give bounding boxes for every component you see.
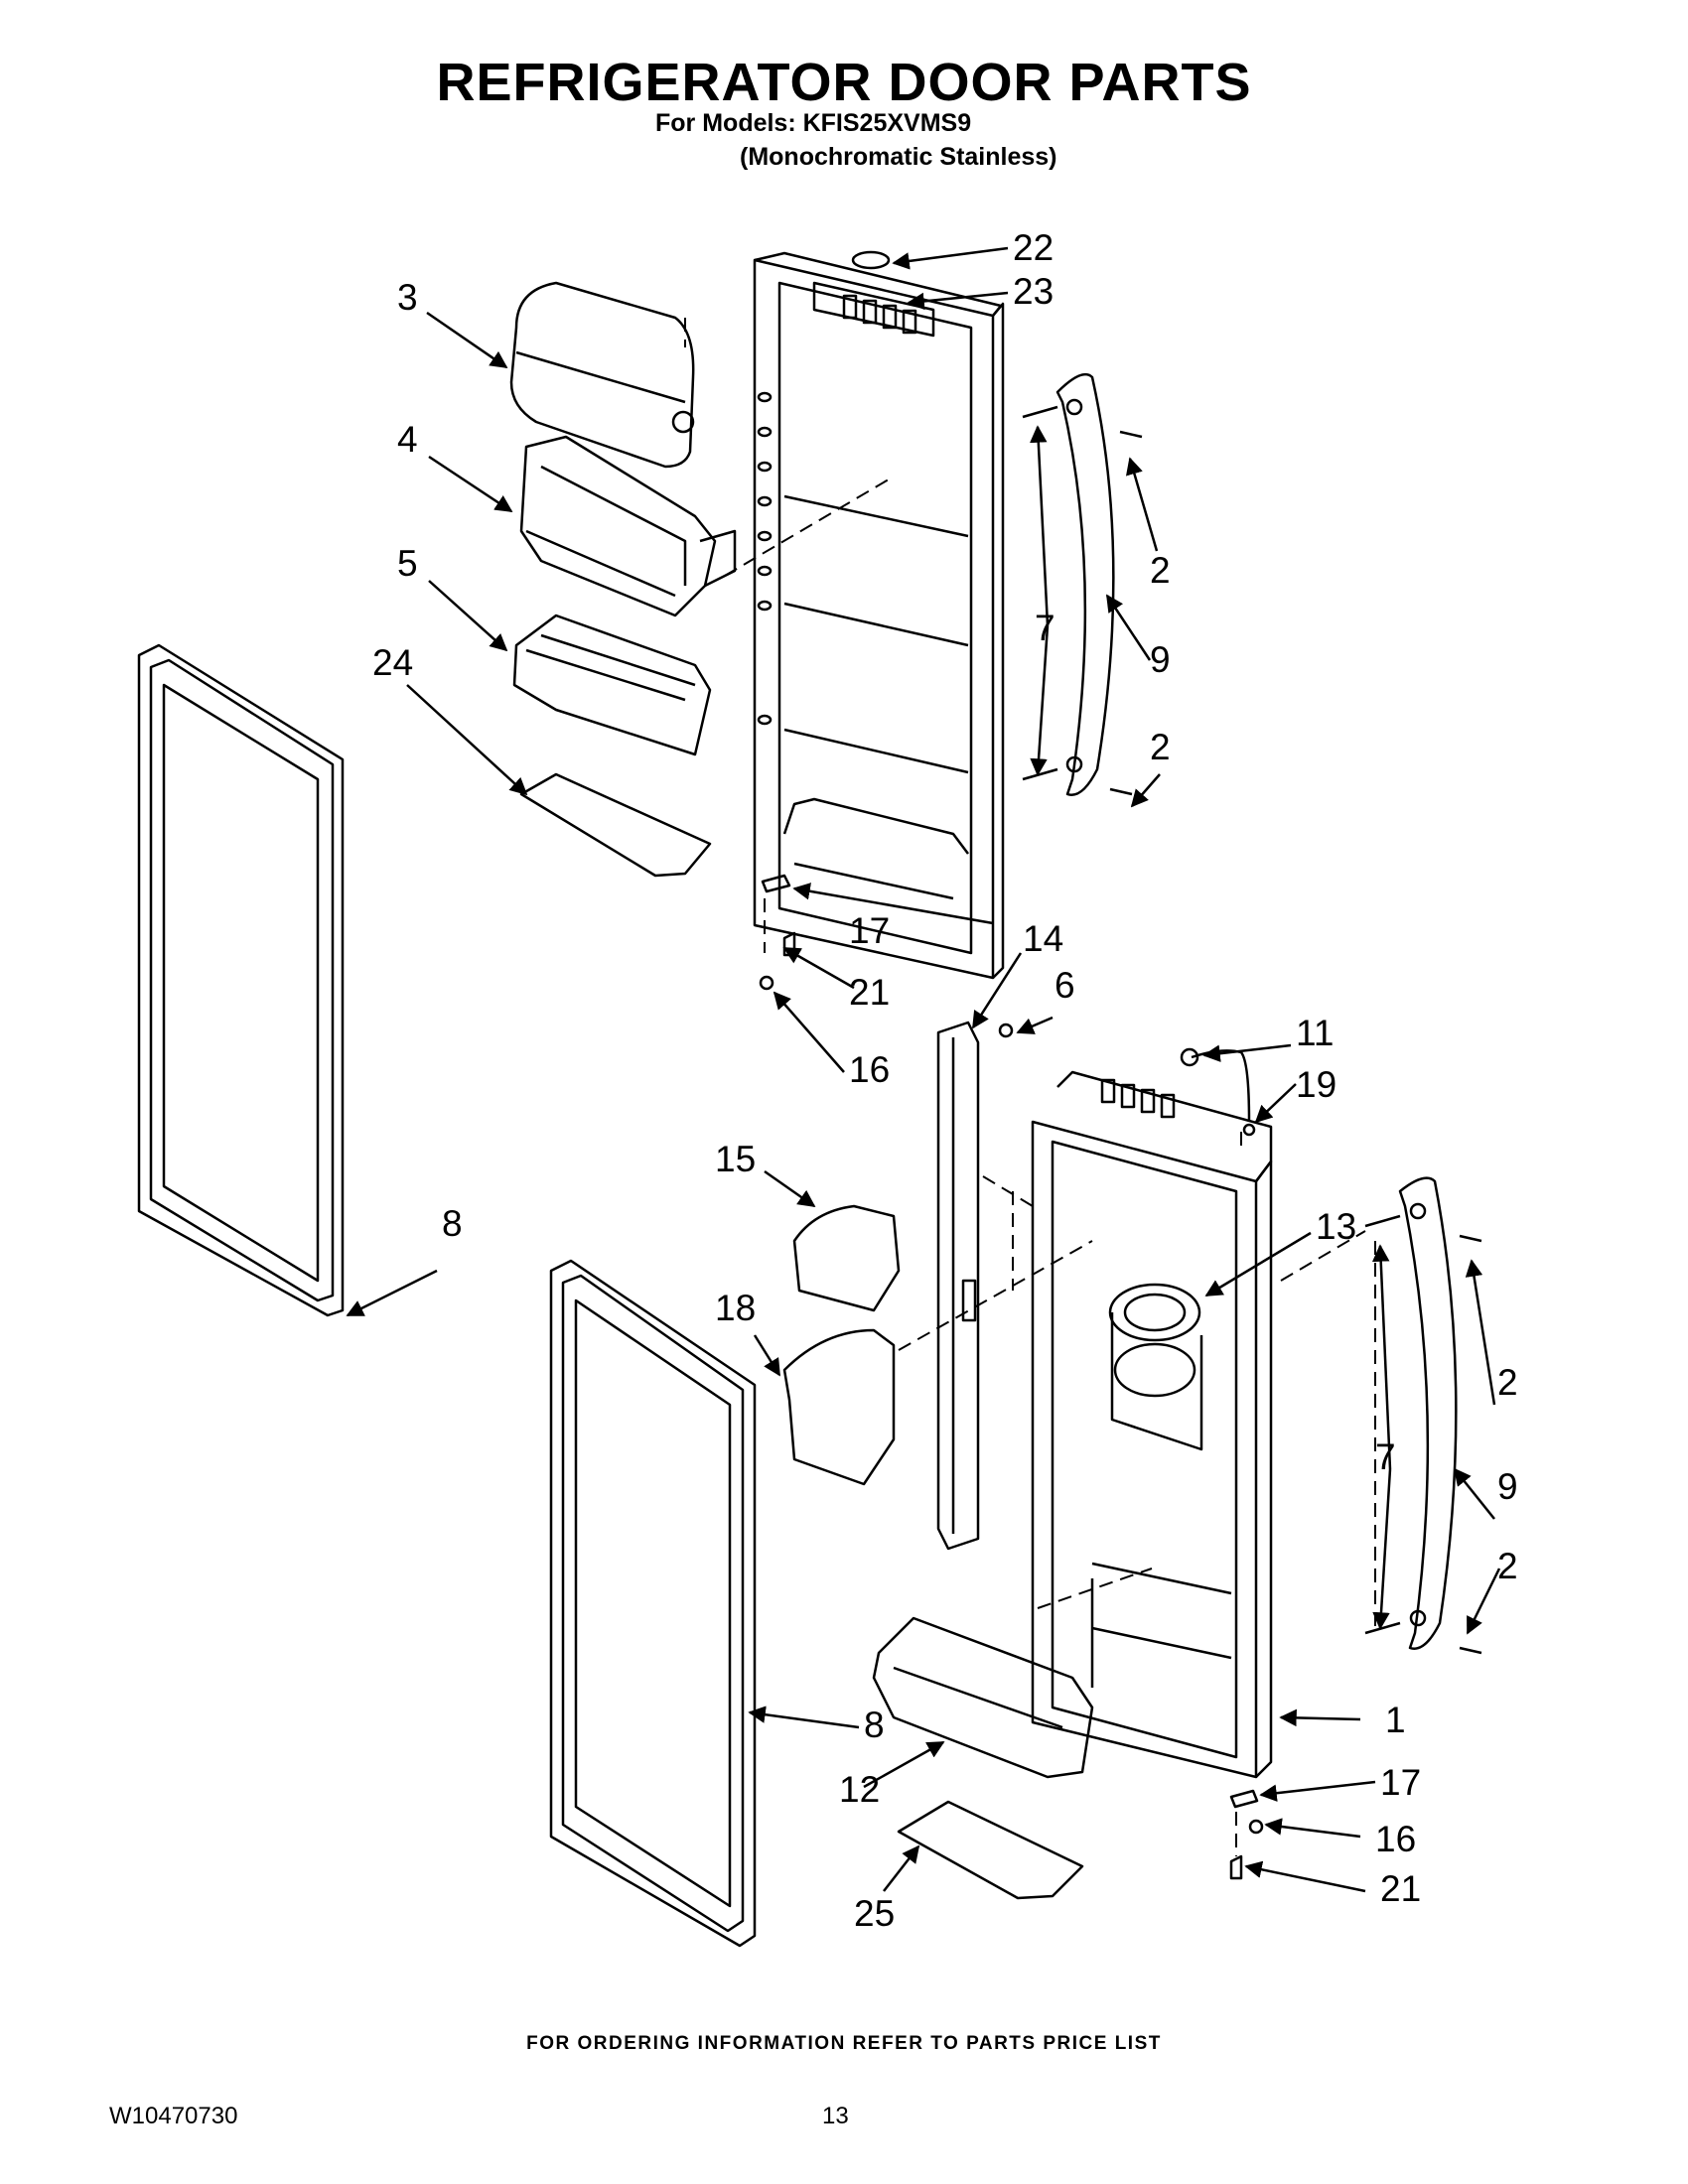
callout-2-lower-top: 2 <box>1497 1362 1518 1403</box>
callout-25: 25 <box>854 1893 895 1934</box>
upper-handle-screws <box>1022 405 1143 796</box>
part-13-dispenser-chute <box>1108 1283 1203 1451</box>
assembly-guide-lines <box>684 318 1376 1856</box>
part-25-bin-insert <box>897 1800 1084 1900</box>
part-3-bin-cover <box>509 281 695 469</box>
page-title: REFRIGERATOR DOOR PARTS <box>436 53 1252 112</box>
upper-door-gasket <box>137 643 345 1317</box>
callout-12: 12 <box>839 1769 880 1810</box>
callout-19: 19 <box>1296 1064 1336 1105</box>
lower-liner-top-vents <box>1100 1078 1176 1119</box>
lower-door-liner <box>1031 1070 1273 1779</box>
callout-15: 15 <box>715 1139 756 1179</box>
models-line: For Models: KFIS25XVMS9 <box>655 109 972 137</box>
part-19-connector <box>1242 1123 1256 1137</box>
part-4-bin-frame <box>519 435 737 617</box>
part-14-trim-strip <box>936 1021 980 1551</box>
callout-9-lower: 9 <box>1497 1466 1518 1507</box>
callout-2-lower-bottom: 2 <box>1497 1546 1518 1586</box>
page-number: 13 <box>822 2103 849 2129</box>
callout-11: 11 <box>1296 1013 1334 1053</box>
callout-7-lower: 7 <box>1375 1436 1396 1477</box>
upper-liner-bin-clips <box>757 391 773 726</box>
callout-2-upper-bottom: 2 <box>1150 727 1171 767</box>
callout-22: 22 <box>1013 227 1054 268</box>
lower-door-handle <box>1398 1176 1458 1650</box>
callout-23: 23 <box>1013 271 1054 312</box>
upper-door-handle <box>1055 372 1115 796</box>
part-15-small-bin <box>792 1204 901 1312</box>
part-22-cap <box>851 250 891 270</box>
part-24-bin-insert <box>519 772 712 878</box>
callout-24: 24 <box>372 642 413 683</box>
callout-16-upper: 16 <box>849 1049 890 1090</box>
callout-8-upper: 8 <box>442 1203 463 1244</box>
callout-21-lower: 21 <box>1380 1868 1421 1909</box>
callout-4: 4 <box>397 419 418 460</box>
lower-hinge-hardware <box>1229 1789 1264 1880</box>
callout-9-upper: 9 <box>1150 639 1171 680</box>
callout-21-upper: 21 <box>849 972 890 1013</box>
finish-line: (Monochromatic Stainless) <box>740 143 1057 171</box>
callout-17-lower: 17 <box>1380 1762 1421 1803</box>
callout-14: 14 <box>1023 918 1063 959</box>
document-number: W10470730 <box>109 2103 238 2129</box>
callout-16-lower: 16 <box>1375 1819 1416 1859</box>
ordering-note: FOR ORDERING INFORMATION REFER TO PARTS … <box>526 2033 1162 2054</box>
callout-17-upper: 17 <box>849 910 890 951</box>
upper-door-liner <box>753 251 1005 980</box>
callout-8-lower: 8 <box>864 1705 885 1745</box>
callout-5: 5 <box>397 543 418 584</box>
callout-7-upper: 7 <box>1035 608 1055 648</box>
callout-6: 6 <box>1055 965 1075 1006</box>
part-12-lower-door-bin <box>872 1616 1094 1779</box>
part-6-screw <box>998 1023 1014 1038</box>
callout-13: 13 <box>1316 1206 1356 1247</box>
callout-2-upper-top: 2 <box>1150 550 1171 591</box>
part-5-door-bin <box>512 614 712 756</box>
callout-leaders <box>346 246 1501 1893</box>
upper-liner-top-vents <box>842 294 917 335</box>
callout-1: 1 <box>1385 1700 1406 1740</box>
callout-3: 3 <box>397 277 418 318</box>
part-18-tall-bin <box>782 1328 896 1486</box>
callout-18: 18 <box>715 1288 756 1328</box>
lower-door-gasket <box>549 1259 757 1948</box>
